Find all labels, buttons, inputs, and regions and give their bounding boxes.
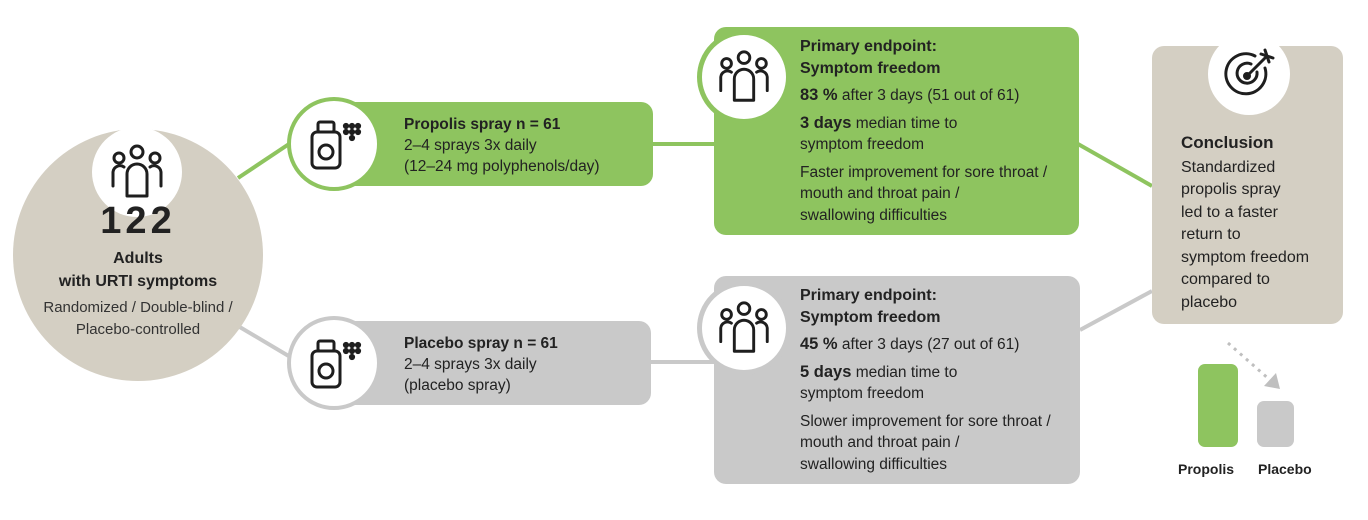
placebo-note-line2: mouth and throat pain /	[800, 434, 960, 451]
propolis-spray-icon-ring	[287, 97, 381, 191]
conclusion-line: return to	[1181, 226, 1241, 243]
placebo-arm-note: (placebo spray)	[404, 377, 511, 394]
conclusion-line: led to a faster	[1181, 203, 1278, 221]
placebo-comparison-bar	[1257, 401, 1294, 447]
propolis-days-row: 3 days median time to	[800, 113, 1069, 135]
conclusion-box: Conclusion Standardized propolis spray l…	[1152, 46, 1343, 324]
participants-circle: 122 Adults with URTI symptoms Randomized…	[13, 127, 263, 381]
placebo-median-days: 5 days	[800, 362, 852, 381]
propolis-note-line2: mouth and throat pain /	[800, 185, 960, 202]
propolis-percentage-detail: after 3 days (51 out of 61)	[841, 87, 1020, 104]
placebo-endpoint-line1: Primary endpoint:	[800, 287, 937, 304]
placebo-bar-label: Placebo	[1258, 461, 1312, 477]
propolis-arm-dose: 2–4 sprays 3x daily	[404, 137, 537, 154]
placebo-percentage-detail: after 3 days (27 out of 61)	[841, 336, 1020, 353]
placebo-spray-icon-ring	[287, 316, 381, 410]
connector-participants-placebo	[236, 324, 294, 360]
conclusion-icon-disc	[1208, 33, 1290, 115]
propolis-percentage-row: 83 % after 3 days (51 out of 61)	[800, 85, 1069, 107]
propolis-result-icon-ring	[697, 30, 791, 124]
spray-bottle-icon	[310, 120, 362, 170]
spray-bottle-icon	[310, 339, 362, 389]
people-group-icon	[719, 50, 769, 102]
propolis-arm-title: Propolis spray n = 61	[404, 116, 561, 133]
propolis-percentage: 83 %	[800, 86, 838, 104]
study-design: Randomized / Double-blind / Placebo-cont…	[23, 297, 253, 341]
placebo-arm-dose: 2–4 sprays 3x daily	[404, 356, 537, 373]
propolis-days-detail-2: symptom freedom	[800, 136, 925, 153]
connector-propolis-conclusion	[1077, 142, 1153, 188]
propolis-endpoint-line1: Primary endpoint:	[800, 38, 937, 55]
propolis-note-line3: swallowing difficulties	[800, 206, 948, 224]
target-arrow-icon	[1224, 48, 1275, 96]
propolis-median-days: 3 days	[800, 113, 852, 132]
participant-label-line1: Adults	[113, 250, 163, 267]
conclusion-line: compared to	[1181, 271, 1270, 288]
conclusion-title: Conclusion	[1181, 133, 1274, 152]
connector-participants-propolis	[236, 140, 294, 180]
propolis-comparison-bar	[1198, 364, 1238, 447]
dashed-comparison-arrowhead	[1264, 373, 1280, 389]
conclusion-line: symptom freedom	[1181, 248, 1310, 266]
propolis-endpoint-line2: Symptom freedom	[800, 59, 941, 77]
placebo-days-detail-2: symptom freedom	[800, 385, 925, 402]
dashed-comparison-arrow	[1227, 341, 1271, 382]
participant-count: 122	[100, 200, 176, 242]
people-group-icon	[719, 301, 769, 353]
placebo-endpoint-line2: Symptom freedom	[800, 308, 941, 326]
participant-label: Adults with URTI symptoms	[13, 247, 263, 293]
conclusion-line: Standardized	[1181, 158, 1276, 176]
placebo-arm-title: Placebo spray n = 61	[404, 335, 558, 352]
study-design-line2: Placebo-controlled	[75, 321, 201, 338]
placebo-days-row: 5 days median time to	[800, 362, 1070, 384]
conclusion-line: placebo	[1181, 293, 1238, 311]
placebo-note-line3: swallowing difficulties	[800, 455, 948, 473]
placebo-result-icon-ring	[697, 281, 791, 375]
propolis-bar-label: Propolis	[1178, 461, 1235, 477]
placebo-days-detail: median time to	[855, 363, 958, 381]
placebo-note-line1: Slower improvement for sore throat /	[800, 412, 1051, 430]
connector-placebo-conclusion	[1079, 289, 1153, 332]
propolis-days-detail: median time to	[855, 114, 958, 132]
study-design-line1: Randomized / Double-blind /	[43, 299, 233, 316]
conclusion-line: propolis spray	[1181, 181, 1281, 198]
placebo-percentage-row: 45 % after 3 days (27 out of 61)	[800, 334, 1070, 356]
placebo-percentage: 45 %	[800, 335, 838, 353]
propolis-note-line1: Faster improvement for sore throat /	[800, 163, 1048, 181]
propolis-arm-polyphenols: (12–24 mg polyphenols/day)	[404, 158, 600, 175]
people-group-icon	[111, 144, 163, 198]
participants-icon-disc	[92, 127, 182, 217]
participant-label-line2: with URTI symptoms	[58, 273, 218, 290]
